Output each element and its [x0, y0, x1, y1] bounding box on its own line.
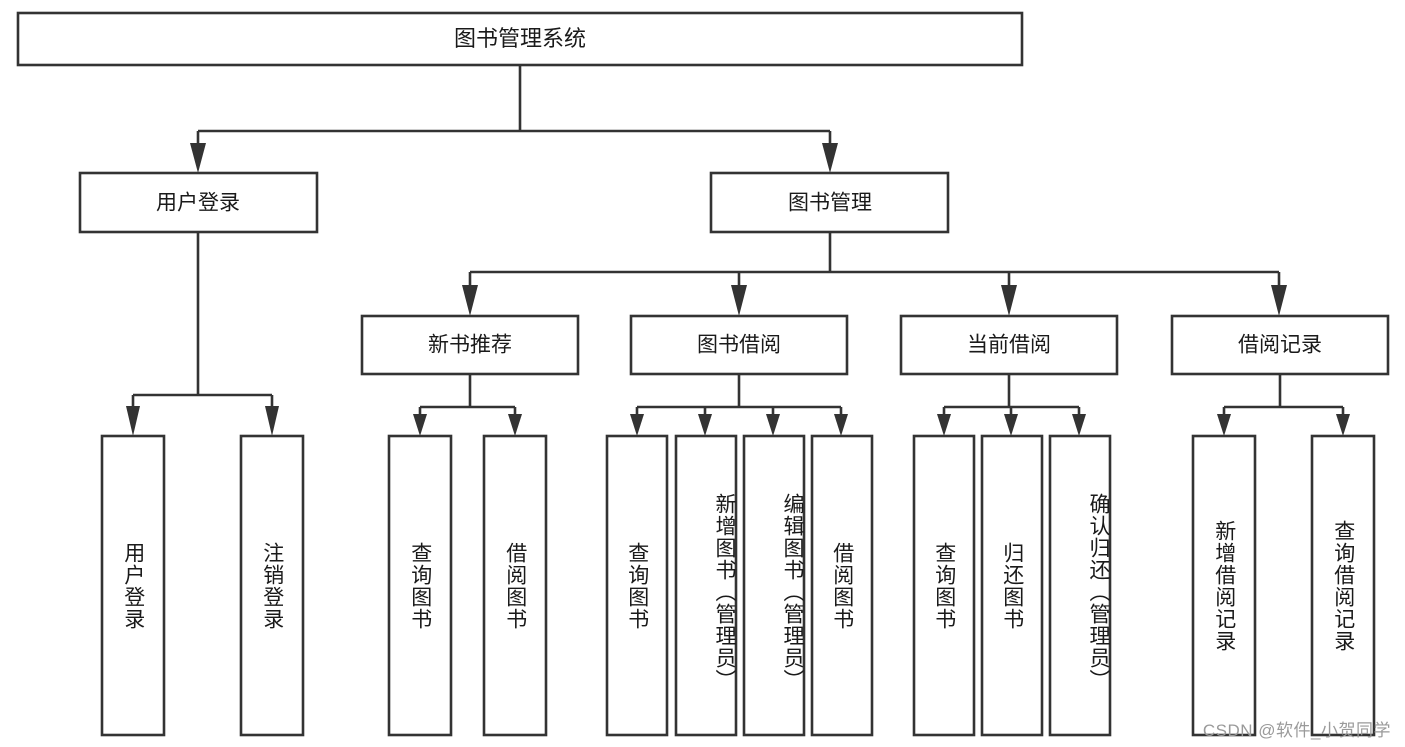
leaf-return-book-box[interactable]: [980, 434, 1044, 737]
leaf-confirm-return-box[interactable]: [1048, 434, 1112, 737]
node-current-borrow-box[interactable]: [899, 314, 1119, 376]
arrowhead-leaf-return-book: [1004, 414, 1018, 436]
node-new-book-recommend-box[interactable]: [360, 314, 580, 376]
csdn-watermark: CSDN @软件_小贺同学: [1202, 721, 1391, 740]
leaf-user-logout-box[interactable]: [239, 434, 305, 737]
leaf-add-record-box[interactable]: [1191, 434, 1257, 737]
leaf-add-book-box[interactable]: [674, 434, 738, 737]
arrowhead-borrow-record: [1271, 285, 1287, 316]
node-book-management-box[interactable]: [709, 171, 950, 234]
node-borrow-record-label: 借阅记录: [1238, 334, 1322, 357]
node-new-book-recommend-label: 新书推荐: [428, 334, 512, 357]
node-user-login-label: 用户登录: [156, 192, 240, 215]
node-root-label: 图书管理系统: [454, 26, 586, 51]
leaf-query-record-box[interactable]: [1310, 434, 1376, 737]
node-book-borrow-label: 图书借阅: [697, 334, 781, 357]
node-root-box[interactable]: [16, 11, 1024, 67]
arrowhead-leaf-query-book-2: [630, 414, 644, 436]
leaf-query-book-3-box[interactable]: [912, 434, 976, 737]
leaf-query-book-1-box[interactable]: [387, 434, 453, 737]
leaf-edit-book-box[interactable]: [742, 434, 806, 737]
leaf-borrow-book-1-box[interactable]: [482, 434, 548, 737]
node-current-borrow-label: 当前借阅: [967, 334, 1051, 357]
leaf-query-book-2-box[interactable]: [605, 434, 669, 737]
arrowhead-leaf-confirm-return: [1072, 414, 1086, 436]
arrowhead-leaf-user-logout: [265, 406, 279, 436]
arrowhead-leaf-edit-book: [766, 414, 780, 436]
arrowhead-book-borrow: [731, 285, 747, 316]
arrowhead-leaf-user-login: [126, 406, 140, 436]
arrowhead-leaf-query-book-3: [937, 414, 951, 436]
leaf-borrow-book-2-box[interactable]: [810, 434, 874, 737]
arrowhead-leaf-query-book-1: [413, 414, 427, 436]
node-book-management-label: 图书管理: [788, 192, 872, 215]
arrowhead-leaf-query-record: [1336, 414, 1350, 436]
arrowhead-leaf-borrow-book-1: [508, 414, 522, 436]
arrowhead-current-borrow: [1001, 285, 1017, 316]
arrowhead-leaf-add-record: [1217, 414, 1231, 436]
arrowhead-user-login: [190, 143, 206, 173]
arrowhead-leaf-borrow-book-2: [834, 414, 848, 436]
arrowhead-book-management: [822, 143, 838, 173]
arrowhead-new-book-recommend: [462, 285, 478, 316]
node-book-borrow-box[interactable]: [629, 314, 849, 376]
arrowhead-leaf-add-book: [698, 414, 712, 436]
node-borrow-record-box[interactable]: [1170, 314, 1390, 376]
leaf-user-login-box[interactable]: [100, 434, 166, 737]
